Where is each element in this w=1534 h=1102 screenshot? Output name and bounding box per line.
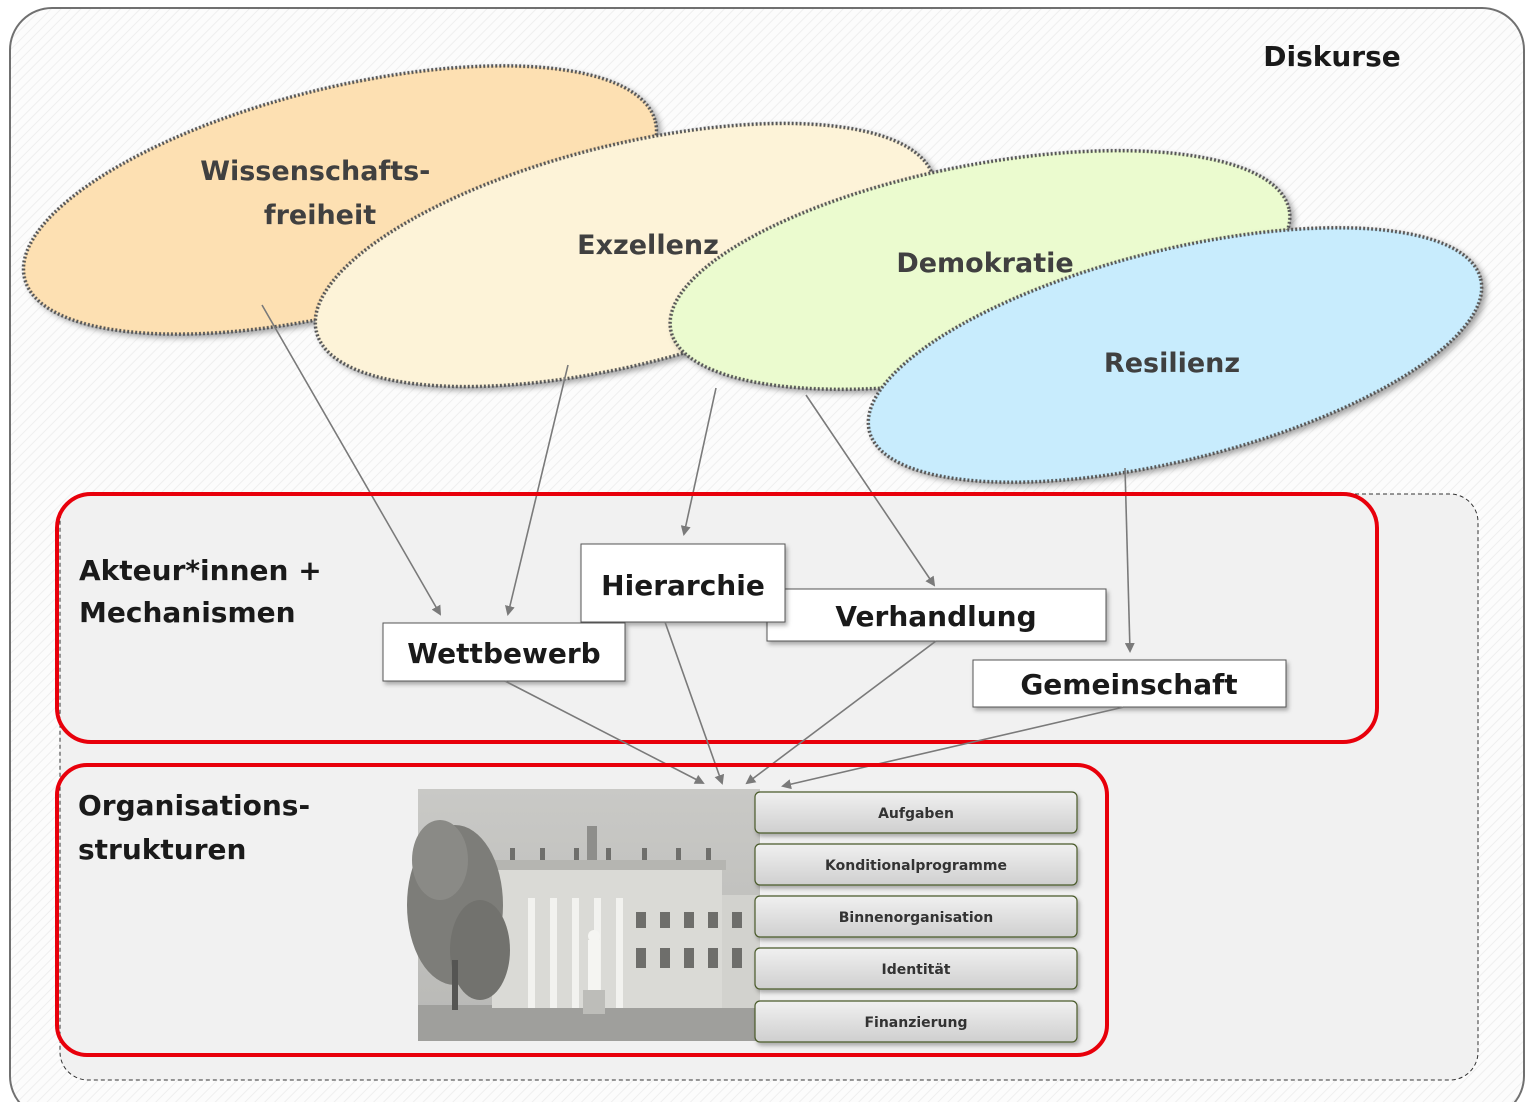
discourse-resilienz: [866, 226, 1484, 484]
discourse-label-resilienz: Resilienz: [1104, 348, 1240, 379]
mechanism-wettbewerb: Wettbewerb: [382, 622, 626, 682]
diagram-title: Diskurse: [1263, 40, 1401, 73]
structure-binnenorganisation: Binnenorganisation: [754, 895, 1078, 938]
structure-finanzierung: Finanzierung: [754, 1000, 1078, 1043]
discourse-wissenschaftsfreiheit: [21, 64, 659, 336]
svg-text:Finanzierung: Finanzierung: [864, 1015, 967, 1031]
svg-text:Aufgaben: Aufgaben: [878, 806, 954, 822]
arrow-gemeinschaft-org: [781, 706, 1125, 790]
discourse-label-demokratie: Demokratie: [896, 248, 1073, 279]
mechanism-hierarchie: Hierarchie: [580, 543, 786, 623]
section-org-label: Organisations- strukturen: [78, 789, 320, 866]
svg-text:Konditionalprogramme: Konditionalprogramme: [825, 858, 1007, 874]
structure-identitaet: Identität: [754, 947, 1078, 990]
svg-text:Hierarchie: Hierarchie: [601, 569, 765, 602]
discourse-label-exzellenz: Exzellenz: [577, 230, 719, 261]
section-org: [55, 763, 1109, 1057]
mechanism-verhandlung: Verhandlung: [766, 588, 1107, 642]
arrow-verhandlung-org: [745, 640, 937, 785]
section-actors: [55, 492, 1379, 744]
structure-aufgaben: Aufgaben: [754, 791, 1078, 834]
svg-text:Wettbewerb: Wettbewerb: [407, 637, 600, 670]
arrow-demokratie-verhandlung: [805, 394, 936, 587]
structure-konditionalprogramme: Konditionalprogramme: [754, 843, 1078, 886]
svg-text:Identität: Identität: [881, 962, 950, 978]
discourse-label-wissenschaftsfreiheit: Wissenschafts- freiheit: [200, 156, 440, 231]
arrow-demokratie-hierarchie: [680, 387, 717, 536]
svg-text:Binnenorganisation: Binnenorganisation: [839, 910, 993, 926]
building-image: [407, 789, 760, 1041]
arrow-wissenschaftsfreiheit-wettbewerb: [261, 304, 441, 616]
svg-text:Verhandlung: Verhandlung: [835, 600, 1036, 633]
section-actors-label: Akteur*innen + Mechanismen: [79, 554, 331, 629]
mechanism-gemeinschaft: Gemeinschaft: [972, 659, 1287, 708]
svg-text:Gemeinschaft: Gemeinschaft: [1020, 668, 1237, 701]
arrow-hierarchie-org: [664, 621, 725, 785]
arrow-resilienz-gemeinschaft: [1124, 467, 1135, 653]
arrow-exzellenz-wettbewerb: [505, 364, 569, 616]
